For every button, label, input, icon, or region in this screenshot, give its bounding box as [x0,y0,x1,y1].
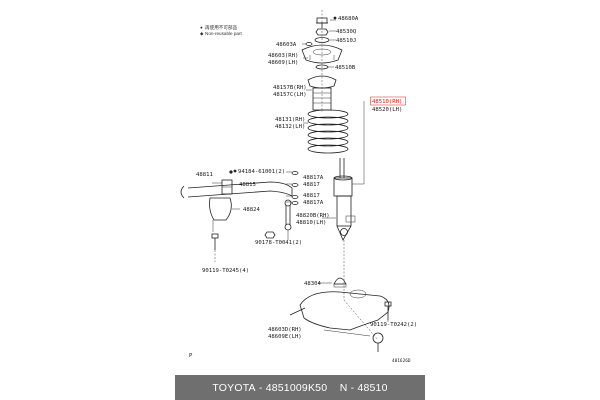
label-48131-rh: 48131(RH) [275,117,305,123]
label-48603a: 48603A [276,42,297,48]
label-48609e-lh: 48609E(LH) [268,334,302,340]
label-48811: 48811 [196,172,213,178]
label-48815: 48815 [239,182,256,188]
label-48510b: 48510B [335,65,356,71]
bolt-90119-t0242 [384,301,392,320]
shock-absorber-48510 [333,158,356,241]
diagram-code: 481626D [392,358,411,364]
label-90119-t0245: 90119-T0245(4) [202,268,249,274]
part-footer-bar: TOYOTA - 4851009K50 N - 48510 [175,375,425,400]
bolt-90119-t0245 [211,233,219,262]
nut-48530q [315,28,329,36]
label-48817a-lower: 48817A [303,200,324,206]
support-mount-48603 [301,44,343,64]
label-90178-t0041: 90178-T0041(2) [255,240,302,246]
leader-lines [212,19,389,337]
label-48609-lh: 48609(LH) [268,60,298,66]
legend: ● 再使用不可部品 ◆ Non-reusable part [200,24,242,36]
top-cap-48680a [316,17,328,28]
label-48157c-lh: 48157C(LH) [273,92,307,98]
lower-arm [289,289,390,331]
footer-sep-1: - [255,381,266,394]
part-48603a [305,42,313,46]
legend-text-2: Non-reusable part [205,31,242,36]
label-94184: 94184-61001(2) [238,169,285,175]
footer-part-number: 4851009K50 [265,381,328,394]
insulator-48157 [307,75,337,89]
label-48817-upper: 48817 [303,182,320,188]
nut-90178 [264,231,276,239]
label-48520-lh: 48520(LH) [372,107,402,113]
page-mark-p: P [189,353,193,359]
ball-joint-48603d [372,332,384,352]
label-90119-t0242: 90119-T0242(2) [370,322,417,328]
part-labels: 48680A 48530Q 48510J 48603A 48603(RH) 48… [189,16,417,364]
label-48603d-rh: 48603D(RH) [268,327,302,333]
stabilizer-bar-48811 [180,181,293,199]
label-48132-lh: 48132(LH) [275,124,305,130]
label-48680a: 48680A [338,16,359,22]
highlight-box [370,96,406,106]
label-48603-rh: 48603(RH) [268,53,298,59]
bracket-48824 [209,197,232,232]
stabilizer-link-48820b [284,199,292,240]
label-48810-lh: 48810(LH) [296,220,326,226]
label-48817a-upper: 48817A [303,175,324,181]
label-48510-rh-highlight: 48510(RH) [372,99,402,105]
footer-brand: TOYOTA [212,381,256,394]
axis-lines [321,10,379,341]
footer-ref-number: 48510 [357,381,388,394]
label-48824: 48824 [243,207,260,213]
legend-symbol-2: ◆ [200,31,204,36]
legend-symbol-1: ● [200,25,203,30]
link-washers [291,171,299,205]
bump-stopper-48304 [333,277,347,288]
label-48157b-rh: 48157B(RH) [273,85,307,91]
label-48820b-rh: 48820B(RH) [296,213,330,219]
footer-sep-2: N - [327,381,358,394]
legend-text-1: 再使用不可部品 [205,24,238,31]
label-48304: 48304 [304,281,321,287]
label-48530q: 48530Q [336,29,357,35]
bushing-48815 [221,179,233,195]
coil-spring-48131 [307,109,349,154]
callout-bracket-48510 [352,101,365,185]
nut-94184 [229,170,233,174]
label-48817-lower: 48817 [303,193,320,199]
label-48510j: 48510J [336,38,356,44]
